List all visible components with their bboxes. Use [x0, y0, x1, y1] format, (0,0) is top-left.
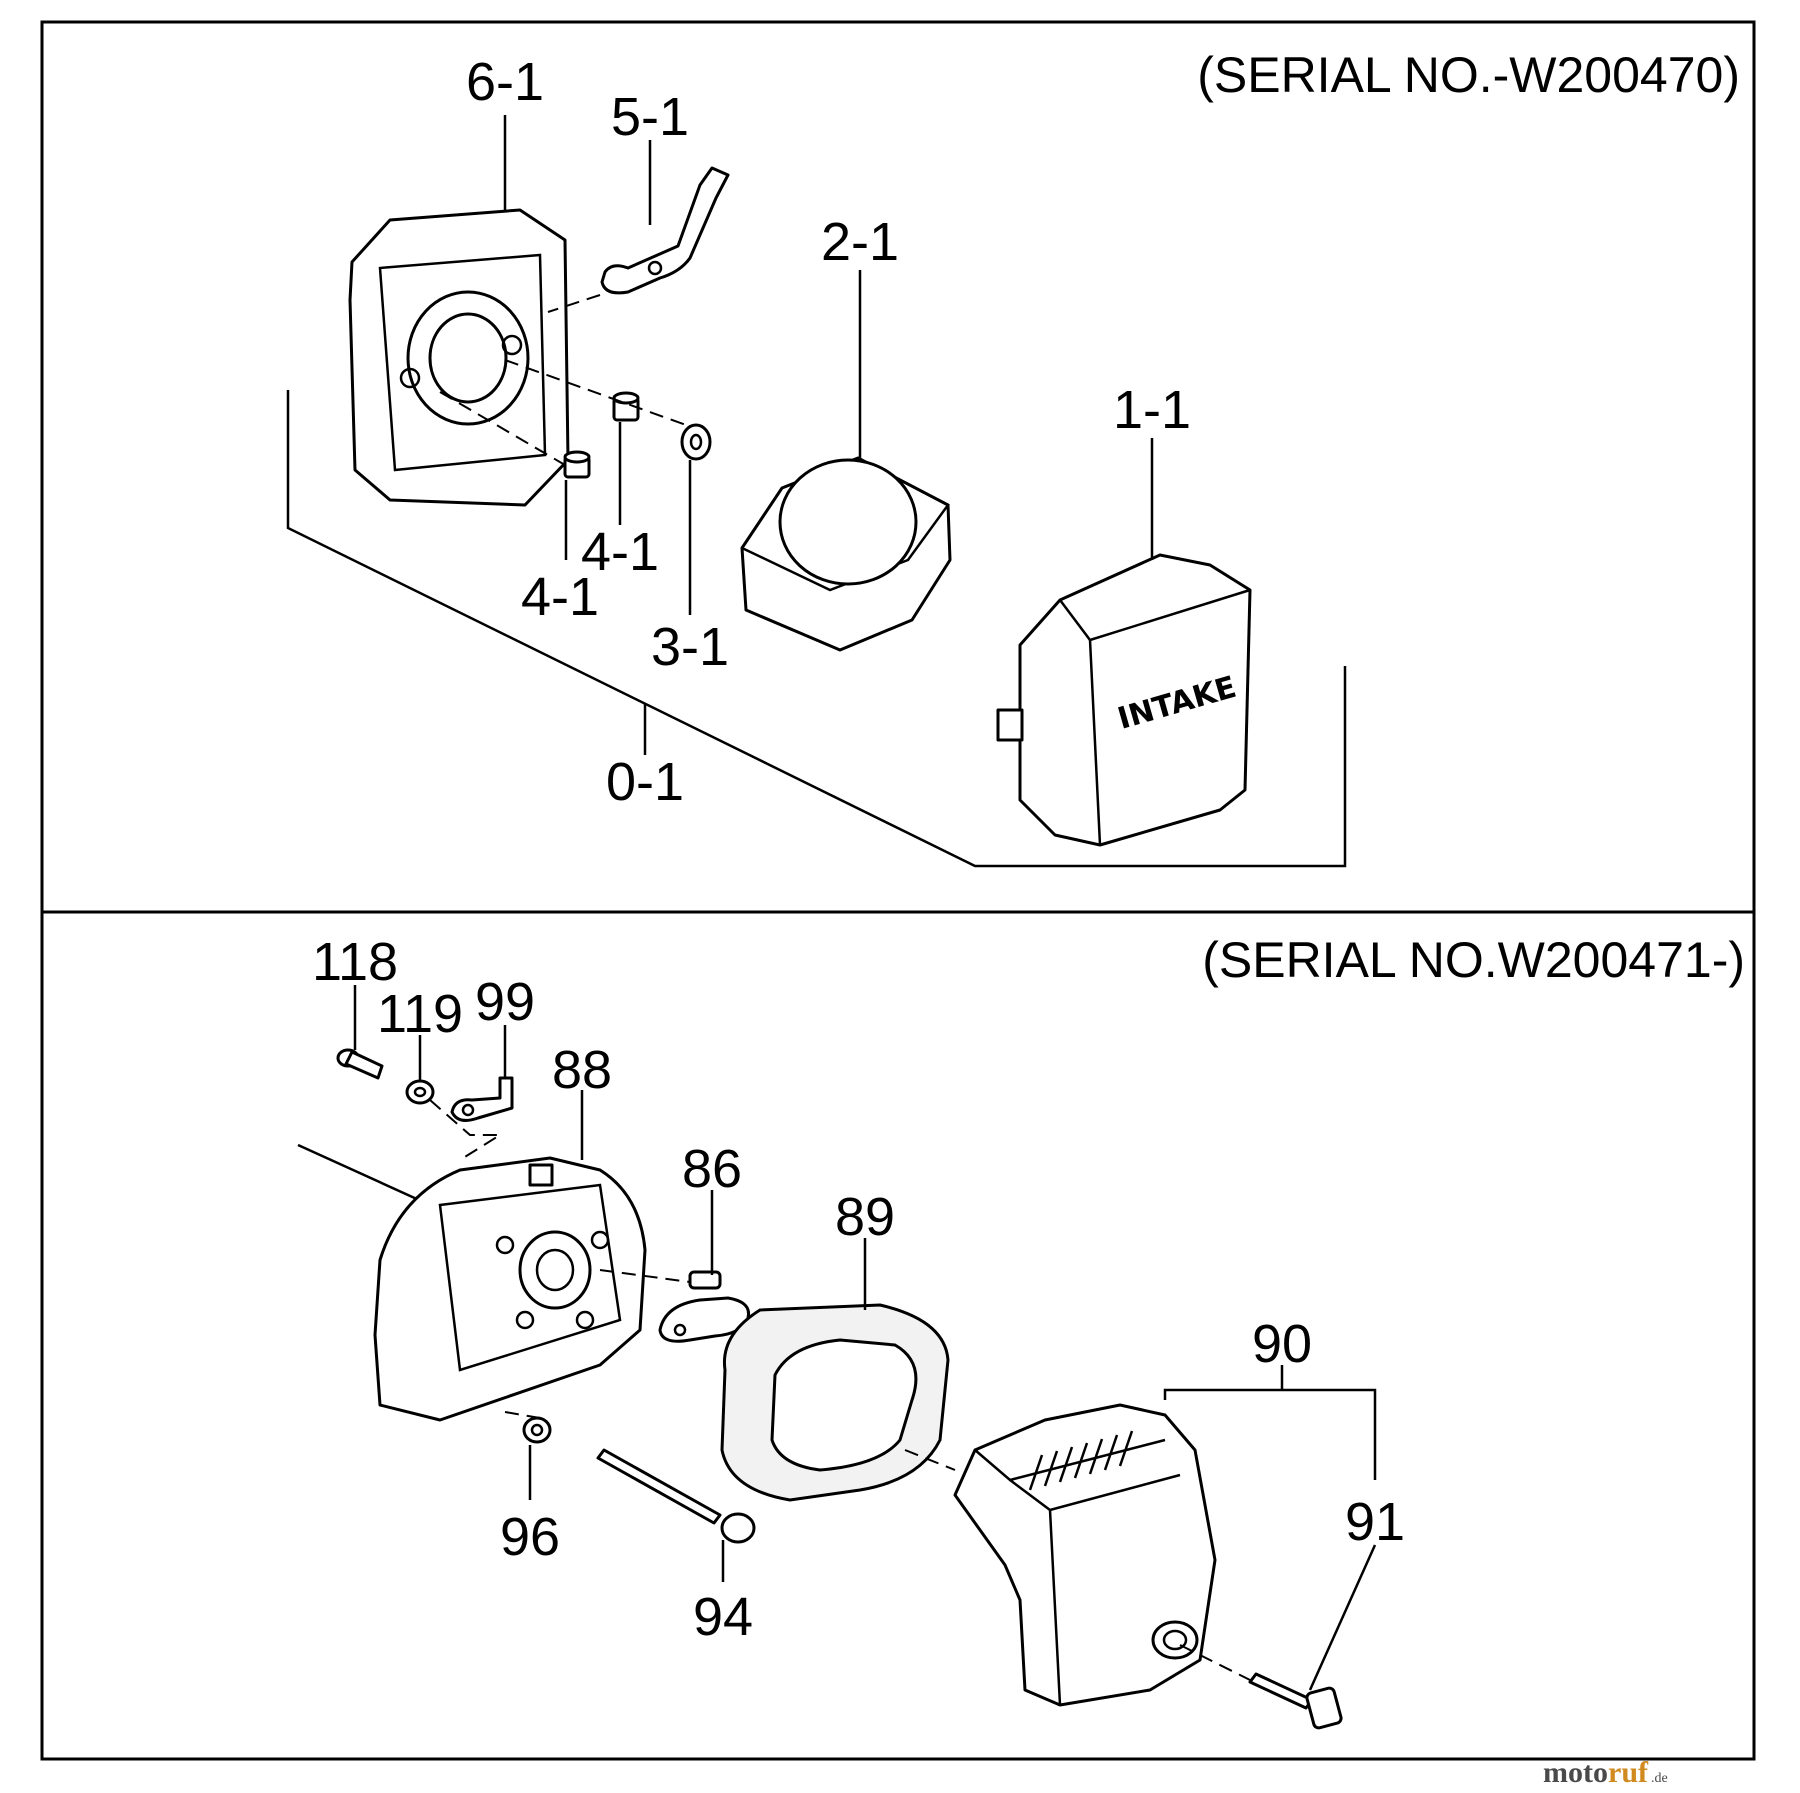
bottom-panel: (SERIAL NO.W200471-) [297, 932, 1745, 1730]
callout-5-1: 5-1 [611, 87, 689, 147]
air-cleaner-case-88 [373, 1156, 647, 1422]
callout-94: 94 [693, 1587, 753, 1647]
choke-lever-5-1 [600, 166, 730, 295]
callout-0-1: 0-1 [606, 752, 684, 812]
choke-plate-86 [658, 1270, 751, 1343]
top-panel: (SERIAL NO.-W200470) [286, 47, 1740, 868]
foam-element-89 [720, 1303, 950, 1502]
assembly-bracket-0-1 [286, 390, 1347, 868]
watermark: motoruf .de [1543, 1756, 1668, 1789]
pin-4-1-b [563, 450, 591, 479]
diagram-frame [40, 20, 1756, 1761]
pin-4-1-a [612, 391, 640, 422]
washer-96 [522, 1416, 552, 1444]
watermark-suffix: .de [1651, 1771, 1668, 1786]
callout-88: 88 [552, 1040, 612, 1100]
choke-axis-dash-bottom [599, 1269, 691, 1283]
callout-96: 96 [500, 1507, 560, 1567]
callout-86: 86 [682, 1139, 742, 1199]
watermark-part-a: moto [1543, 1756, 1608, 1789]
watermark-part-b: ruf [1608, 1756, 1649, 1789]
lever-axis-dash [429, 1099, 504, 1161]
callout-119: 119 [377, 984, 463, 1044]
pin-axis-dash-1 [504, 359, 701, 431]
assembly-line-bottom [297, 1143, 431, 1207]
leader-91 [1308, 1544, 1377, 1691]
cover-axis-dash [904, 1449, 956, 1471]
washer-119 [405, 1079, 435, 1105]
callout-1-1: 1-1 [1113, 380, 1191, 440]
air-element-2-1 [740, 456, 952, 652]
callout-90: 90 [1252, 1314, 1312, 1374]
leader-90 [1163, 1388, 1377, 1480]
washer-3-1 [680, 423, 712, 461]
callout-2-1: 2-1 [821, 212, 899, 272]
callout-6-1: 6-1 [466, 52, 544, 112]
callout-3-1: 3-1 [651, 617, 729, 677]
callout-99: 99 [475, 972, 535, 1032]
cover-vent-slots [1028, 1430, 1134, 1491]
serial-range-bottom: (SERIAL NO.W200471-) [1202, 932, 1745, 988]
choke-axis-dash [547, 294, 601, 313]
callout-4-1-a: 4-1 [581, 522, 659, 582]
callout-4-1-b: 4-1 [521, 567, 599, 627]
bolt-94 [596, 1448, 756, 1544]
svg-text:motoruf: motoruf [1543, 1756, 1649, 1789]
callout-91: 91 [1345, 1492, 1405, 1552]
callout-89: 89 [835, 1187, 895, 1247]
screw-118 [336, 1048, 384, 1080]
serial-range-top: (SERIAL NO.-W200470) [1197, 47, 1740, 103]
callout-118: 118 [312, 932, 398, 992]
air-cleaner-case-6-1 [348, 208, 570, 507]
screw-axis-dash [1179, 1644, 1251, 1681]
washer-axis-dash [504, 1411, 541, 1419]
air-cleaner-cover-1-1: INTAKE [996, 553, 1252, 847]
lever-99 [450, 1076, 514, 1122]
screw-91 [1248, 1672, 1343, 1730]
air-cleaner-cover-90 [953, 1403, 1217, 1707]
pin-axis-dash-2 [439, 391, 566, 466]
